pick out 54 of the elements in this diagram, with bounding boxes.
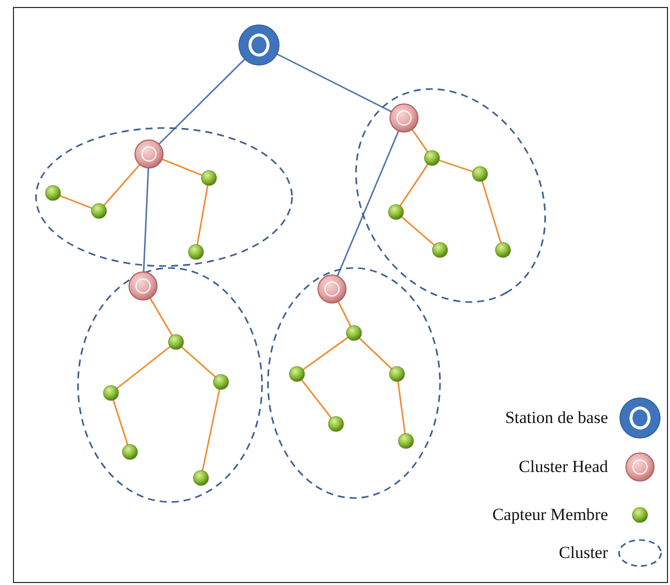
legend-label: Capteur Membre — [492, 504, 608, 526]
uplink-line — [336, 130, 400, 276]
sensor-node — [388, 204, 404, 220]
link-line — [59, 194, 93, 210]
cluster-head-node — [388, 102, 419, 133]
sensor-node — [432, 242, 448, 258]
uplink-line — [276, 53, 392, 112]
link-line — [481, 180, 502, 244]
sensor-node — [188, 244, 204, 260]
sensor-node — [494, 242, 511, 258]
sensor-node — [103, 385, 119, 401]
sensor-node — [193, 470, 209, 486]
sensor-node — [122, 444, 138, 460]
cluster-head-node — [128, 271, 158, 301]
sensor-node — [398, 433, 414, 449]
link-line — [397, 380, 406, 434]
link-line — [196, 184, 209, 246]
sensor-node — [346, 325, 362, 341]
legend-label: Cluster Head — [518, 456, 608, 478]
link-line — [411, 129, 429, 153]
cluster-ellipse — [35, 127, 293, 267]
link-line — [358, 337, 392, 370]
link-line — [180, 346, 216, 378]
cluster-head-node — [134, 139, 164, 169]
sensor-node — [472, 166, 488, 182]
link-line — [103, 164, 140, 206]
link-line — [302, 336, 349, 371]
sensor-node — [213, 374, 229, 390]
sensor-node — [91, 203, 107, 219]
link-line — [399, 163, 429, 207]
link-line — [149, 298, 174, 336]
link-line — [438, 160, 474, 172]
link-line — [300, 379, 332, 419]
sensor-node — [168, 334, 184, 350]
cluster-ellipse — [355, 88, 547, 304]
cluster-ellipse — [77, 267, 263, 503]
link-line — [116, 346, 171, 390]
sensor-node — [45, 185, 61, 201]
link-line — [400, 216, 436, 246]
sensor-node — [424, 150, 440, 166]
cluster-head-node — [317, 274, 347, 304]
uplink-line — [158, 58, 246, 145]
legend-label: Cluster — [558, 542, 608, 564]
link-line — [162, 158, 203, 176]
legend-label: Station de base — [505, 407, 608, 429]
sensor-node — [289, 366, 305, 382]
sensor-node — [201, 170, 217, 186]
sensor-node — [328, 416, 344, 432]
base-station-node — [238, 24, 280, 66]
link-line — [202, 388, 220, 472]
link-line — [338, 301, 352, 328]
link-line — [112, 399, 129, 446]
sensor-node — [389, 366, 405, 382]
cluster-ellipse — [267, 267, 441, 499]
